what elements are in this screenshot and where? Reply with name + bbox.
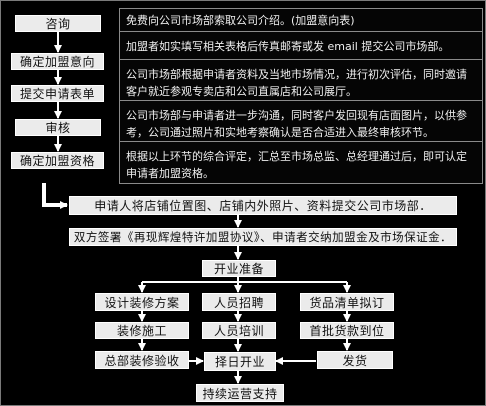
info-panel: 免费向公司市场部索取公司介绍。(加盟意向表) 加盟者如实填写相关表格后传真邮寄或… — [119, 8, 483, 184]
info-intent: 加盟者如实填写相关表格后传真邮寄或发 email 提交公司市场部。 — [126, 40, 450, 53]
info-divider — [119, 59, 483, 60]
step-hq-inspection: 总部装修验收 — [95, 351, 189, 369]
step-ongoing-support: 持续运营支持 — [196, 384, 284, 402]
step-opening-day: 择日开业 — [204, 352, 276, 371]
step-goods-list: 货品清单拟订 — [300, 293, 394, 311]
step-design-renovation: 设计装修方案 — [95, 293, 189, 311]
step-submit-form: 提交申请表单 — [11, 85, 104, 102]
step-consult: 咨询 — [15, 15, 101, 32]
info-qualification: 根据以上环节的综合评定，汇总至市场总监、总经理通过后，即可认定申请者加盟资格。 — [126, 150, 467, 180]
step-confirm-intent: 确定加盟意向 — [11, 53, 104, 70]
info-divider — [119, 31, 483, 32]
step-recruitment: 人员招聘 — [202, 293, 276, 311]
step-shipping: 发货 — [317, 351, 393, 369]
info-form: 公司市场部根据申请者资料及当地市场情况，进行初次评估，同时邀请客户就近参观专卖店… — [126, 68, 467, 98]
step-sign-agreement: 双方签署《再现辉煌特许加盟协议》、申请者交纳加盟金及市场保证金． — [69, 228, 457, 246]
info-consult: 免费向公司市场部索取公司介绍。(加盟意向表) — [126, 14, 355, 27]
step-renovation-work: 装修施工 — [95, 322, 189, 339]
step-submit-documents: 申请人将店铺位置图、店铺内外照片、资料提交公司市场部． — [69, 196, 457, 215]
info-divider — [119, 100, 483, 101]
step-first-payment: 首批货款到位 — [300, 322, 394, 339]
arrow-qualify-to-submit — [42, 183, 68, 209]
step-opening-prep: 开业准备 — [202, 260, 276, 277]
step-confirm-qualification: 确定加盟资格 — [11, 152, 104, 169]
step-review: 审核 — [15, 119, 101, 136]
info-divider — [119, 141, 483, 142]
info-review: 公司市场部与申请者进一步沟通，同时客户发回现有店面图片，以供参考，公司通过照片和… — [126, 109, 467, 139]
step-training: 人员培训 — [202, 322, 276, 339]
